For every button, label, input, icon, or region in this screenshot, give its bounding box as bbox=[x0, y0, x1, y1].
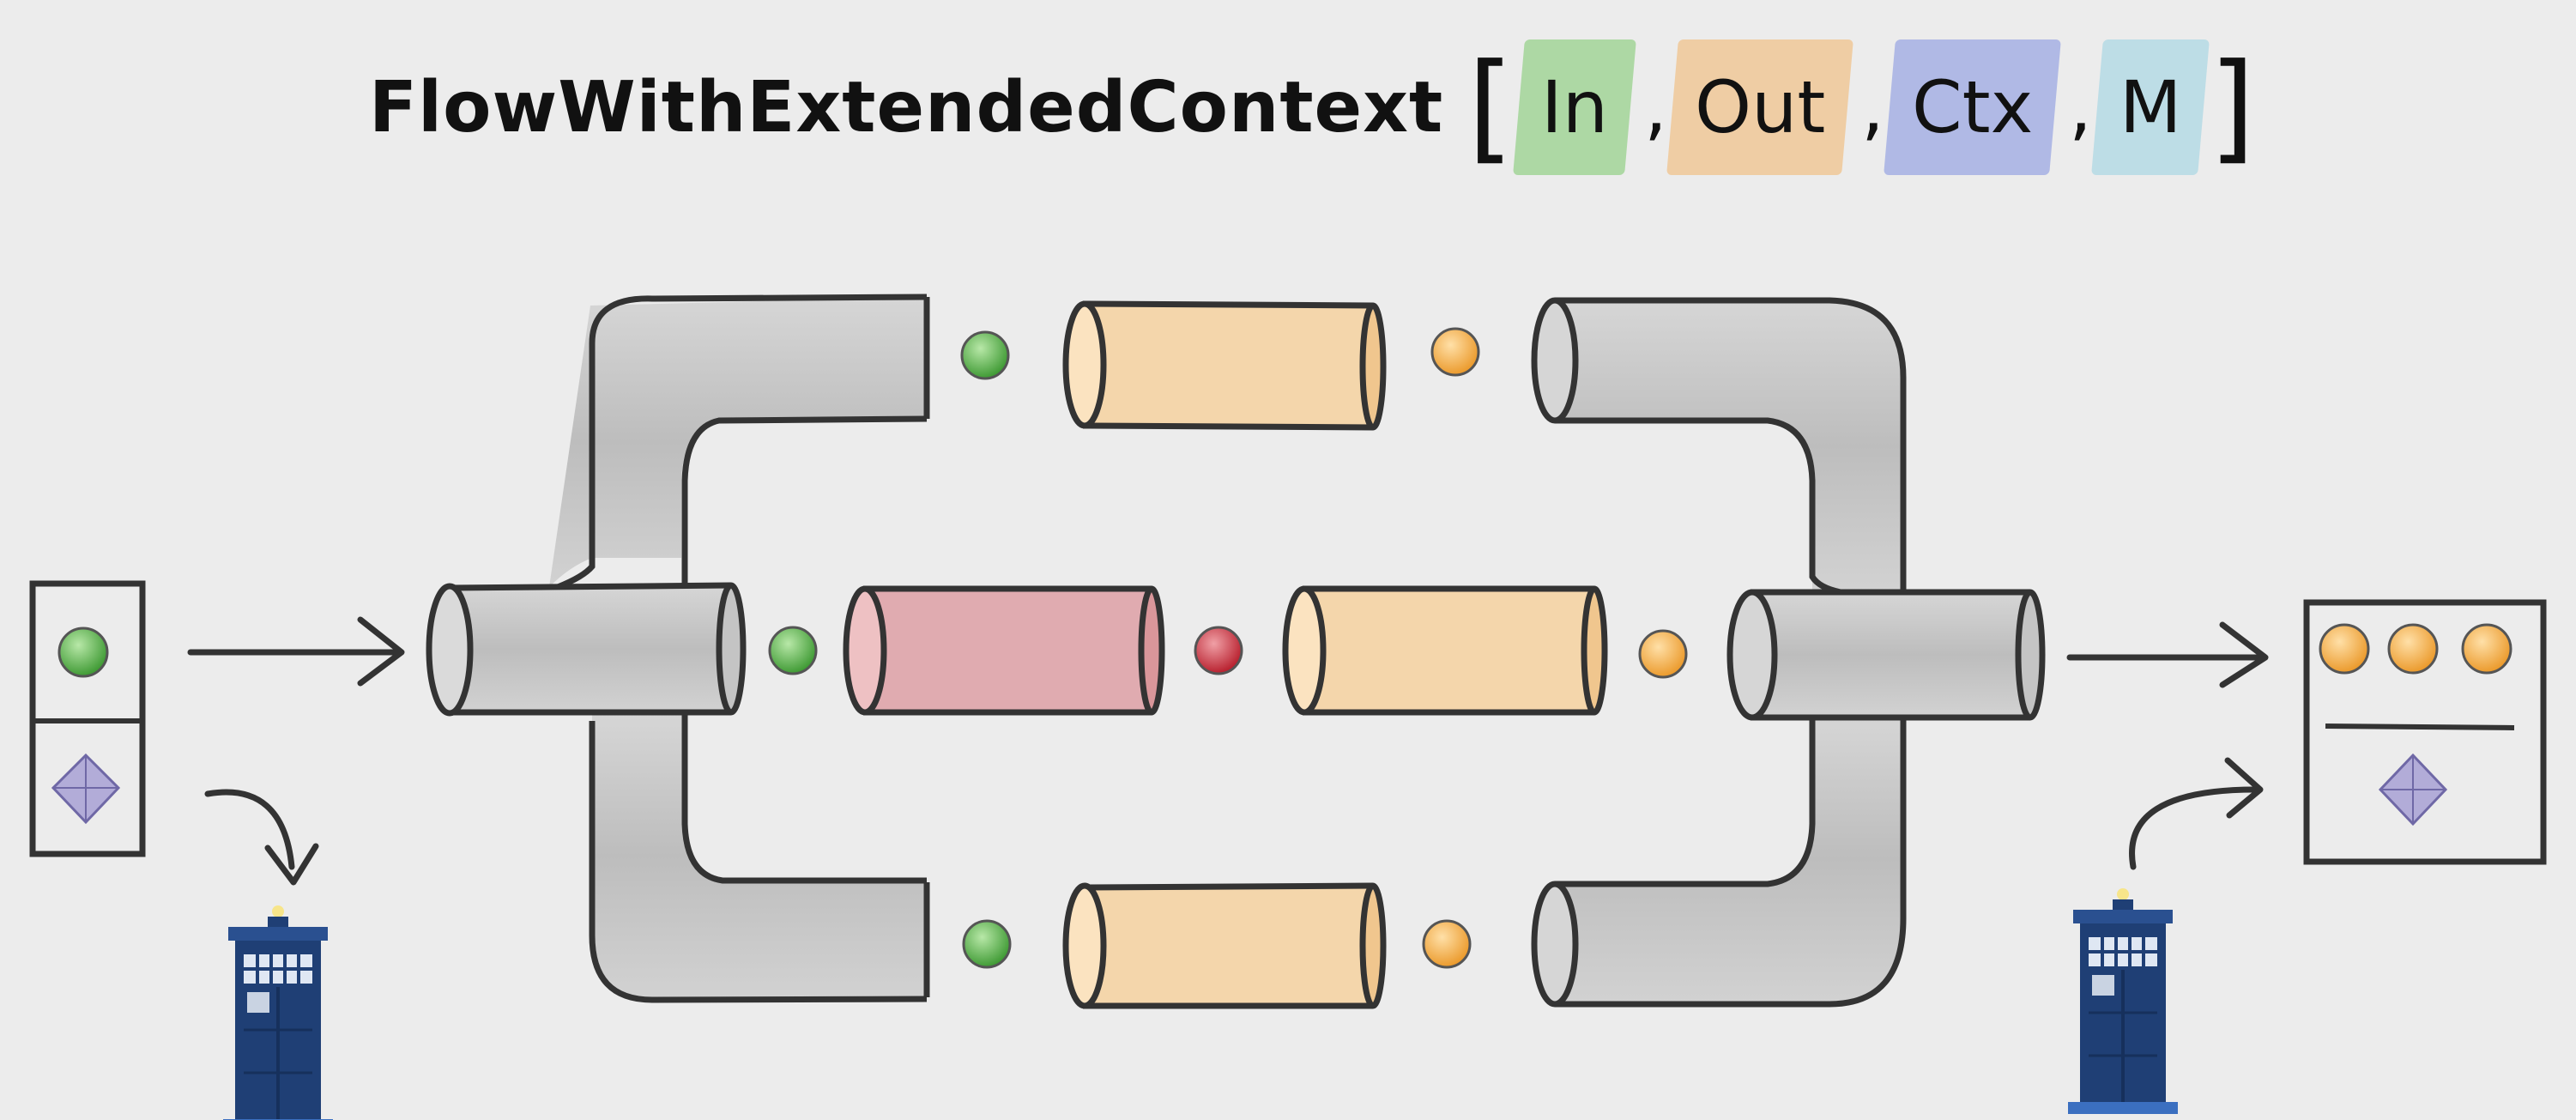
open-bracket: [ bbox=[1467, 38, 1515, 176]
param-separator: , bbox=[1861, 65, 1884, 149]
branch-top-input-dot bbox=[960, 330, 1010, 380]
flow-stage-middle-a bbox=[843, 585, 887, 716]
materialize-arrow-right bbox=[2129, 757, 2264, 870]
branch-bottom-output-dot bbox=[1422, 919, 1472, 969]
input-element-dot bbox=[57, 627, 109, 678]
branch-bottom-input-dot bbox=[962, 919, 1012, 969]
merge-pipe bbox=[1531, 297, 2046, 1008]
output-context-box bbox=[2303, 599, 2547, 865]
flow-stage-top bbox=[1062, 300, 1107, 429]
police-box-icon bbox=[223, 905, 333, 1120]
flow-stage-bottom bbox=[1062, 882, 1107, 1009]
diamond-icon bbox=[2378, 753, 2448, 826]
materialize-arrow-left bbox=[204, 789, 319, 886]
output-box-divider bbox=[2325, 723, 2515, 730]
branch-middle-error-dot bbox=[1194, 626, 1243, 675]
branch-middle bbox=[768, 585, 1688, 716]
output-box-outline bbox=[2303, 599, 2547, 865]
police-box-icon bbox=[2068, 888, 2178, 1114]
output-element-dot bbox=[2461, 623, 2513, 675]
diamond-icon bbox=[51, 753, 121, 825]
diagram-title: FlowWithExtendedContext [ In , Out , Ctx… bbox=[369, 26, 2255, 189]
input-context-box bbox=[29, 580, 146, 857]
branch-bottom bbox=[962, 882, 1472, 1009]
param-separator: , bbox=[2069, 65, 2092, 149]
output-element-dot bbox=[2319, 623, 2370, 675]
branch-top-output-dot bbox=[1430, 327, 1480, 377]
branch-middle-input-dot bbox=[768, 626, 818, 675]
flow-stage-middle-b bbox=[1282, 585, 1327, 716]
input-arrow bbox=[187, 616, 405, 687]
branch-middle-output-dot bbox=[1638, 629, 1688, 679]
output-element-dot bbox=[2387, 623, 2439, 675]
output-arrow bbox=[2066, 621, 2269, 688]
branch-top bbox=[960, 300, 1480, 431]
broadcast-pipe bbox=[426, 294, 930, 1003]
close-bracket: ] bbox=[2209, 38, 2256, 176]
param-separator: , bbox=[1644, 65, 1667, 149]
title-name: FlowWithExtendedContext bbox=[369, 66, 1444, 148]
